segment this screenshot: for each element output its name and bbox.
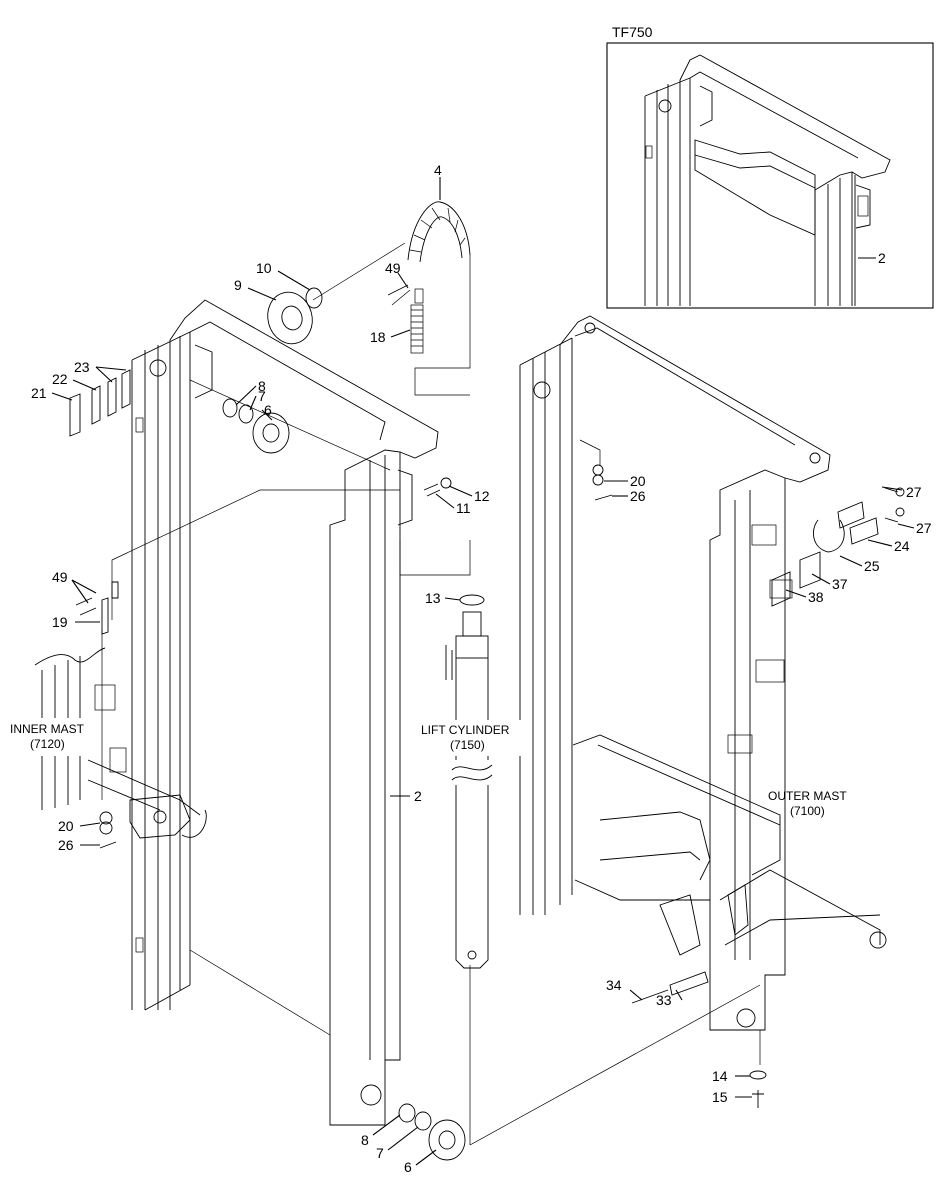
inset-callout-2: 2 — [878, 250, 886, 266]
assembly-labels: INNER MAST (7120) LIFT CYLINDER (7150) O… — [8, 718, 847, 818]
callout-23: 23 — [74, 359, 90, 375]
callout-14: 14 — [712, 1068, 728, 1084]
inner-mast-label: INNER MAST — [10, 722, 85, 736]
callout-49-top: 49 — [385, 260, 401, 276]
callout-18: 18 — [370, 329, 386, 345]
callout-6-top: 6 — [264, 402, 272, 418]
part-13-oring — [459, 594, 485, 606]
reference-lines — [101, 242, 761, 1146]
lift-cylinder-label: LIFT CYLINDER — [421, 723, 510, 737]
callout-leaders — [51, 177, 915, 1166]
callout-numbers: 4 10 9 49 18 23 22 21 8 7 6 12 11 20 26 … — [31, 162, 932, 1175]
callout-8-top: 8 — [258, 378, 266, 394]
callout-21: 21 — [31, 385, 47, 401]
callout-49-left: 49 — [52, 569, 68, 585]
callout-6-bottom: 6 — [404, 1159, 412, 1175]
callout-26-outer: 26 — [630, 488, 646, 504]
callout-7-top: 7 — [258, 388, 266, 404]
small-hardware — [75, 464, 905, 1108]
callout-38: 38 — [808, 589, 824, 605]
callout-4: 4 — [434, 162, 442, 178]
lift-cylinder-code: (7150) — [450, 738, 485, 752]
callout-15: 15 — [712, 1089, 728, 1105]
sheave-parts — [222, 287, 466, 1161]
tf750-inset: TF750 2 — [606, 24, 934, 309]
callout-22: 22 — [52, 371, 68, 387]
inner-mast-code: (7120) — [30, 737, 65, 751]
callout-9: 9 — [234, 277, 242, 293]
callout-12: 12 — [474, 488, 490, 504]
callout-7-bottom: 7 — [376, 1145, 384, 1161]
callout-24: 24 — [894, 538, 910, 554]
callout-13: 13 — [425, 590, 441, 606]
inset-title: TF750 — [612, 24, 653, 40]
callout-33: 33 — [656, 992, 672, 1008]
callout-27-upper: 27 — [906, 484, 922, 500]
callout-8-bottom: 8 — [361, 1132, 369, 1148]
callout-34: 34 — [606, 977, 622, 993]
callout-27-lower: 27 — [916, 520, 932, 536]
chain-assembly — [387, 201, 471, 354]
shim-parts — [69, 369, 131, 437]
inset-frame — [606, 42, 934, 309]
callout-11: 11 — [456, 500, 471, 516]
inner-mast-drawing — [87, 299, 439, 1126]
callout-20-inner: 20 — [58, 818, 74, 834]
callout-19: 19 — [52, 614, 68, 630]
outer-mast-drawing — [519, 315, 887, 1031]
callout-25: 25 — [864, 558, 880, 574]
callout-37: 37 — [832, 576, 848, 592]
lift-cylinder-drawing — [445, 594, 493, 969]
part-11-bolt — [423, 483, 441, 497]
inset-mast-drawing — [644, 54, 891, 306]
outer-mast-label: OUTER MAST — [768, 789, 847, 803]
outer-mast-code: (7100) — [790, 804, 825, 818]
callout-20-outer: 20 — [630, 473, 646, 489]
callout-26-inner: 26 — [58, 837, 74, 853]
part-12-nut — [440, 477, 452, 489]
callout-10: 10 — [256, 260, 272, 276]
callout-2-inner-mast: 2 — [414, 788, 422, 804]
